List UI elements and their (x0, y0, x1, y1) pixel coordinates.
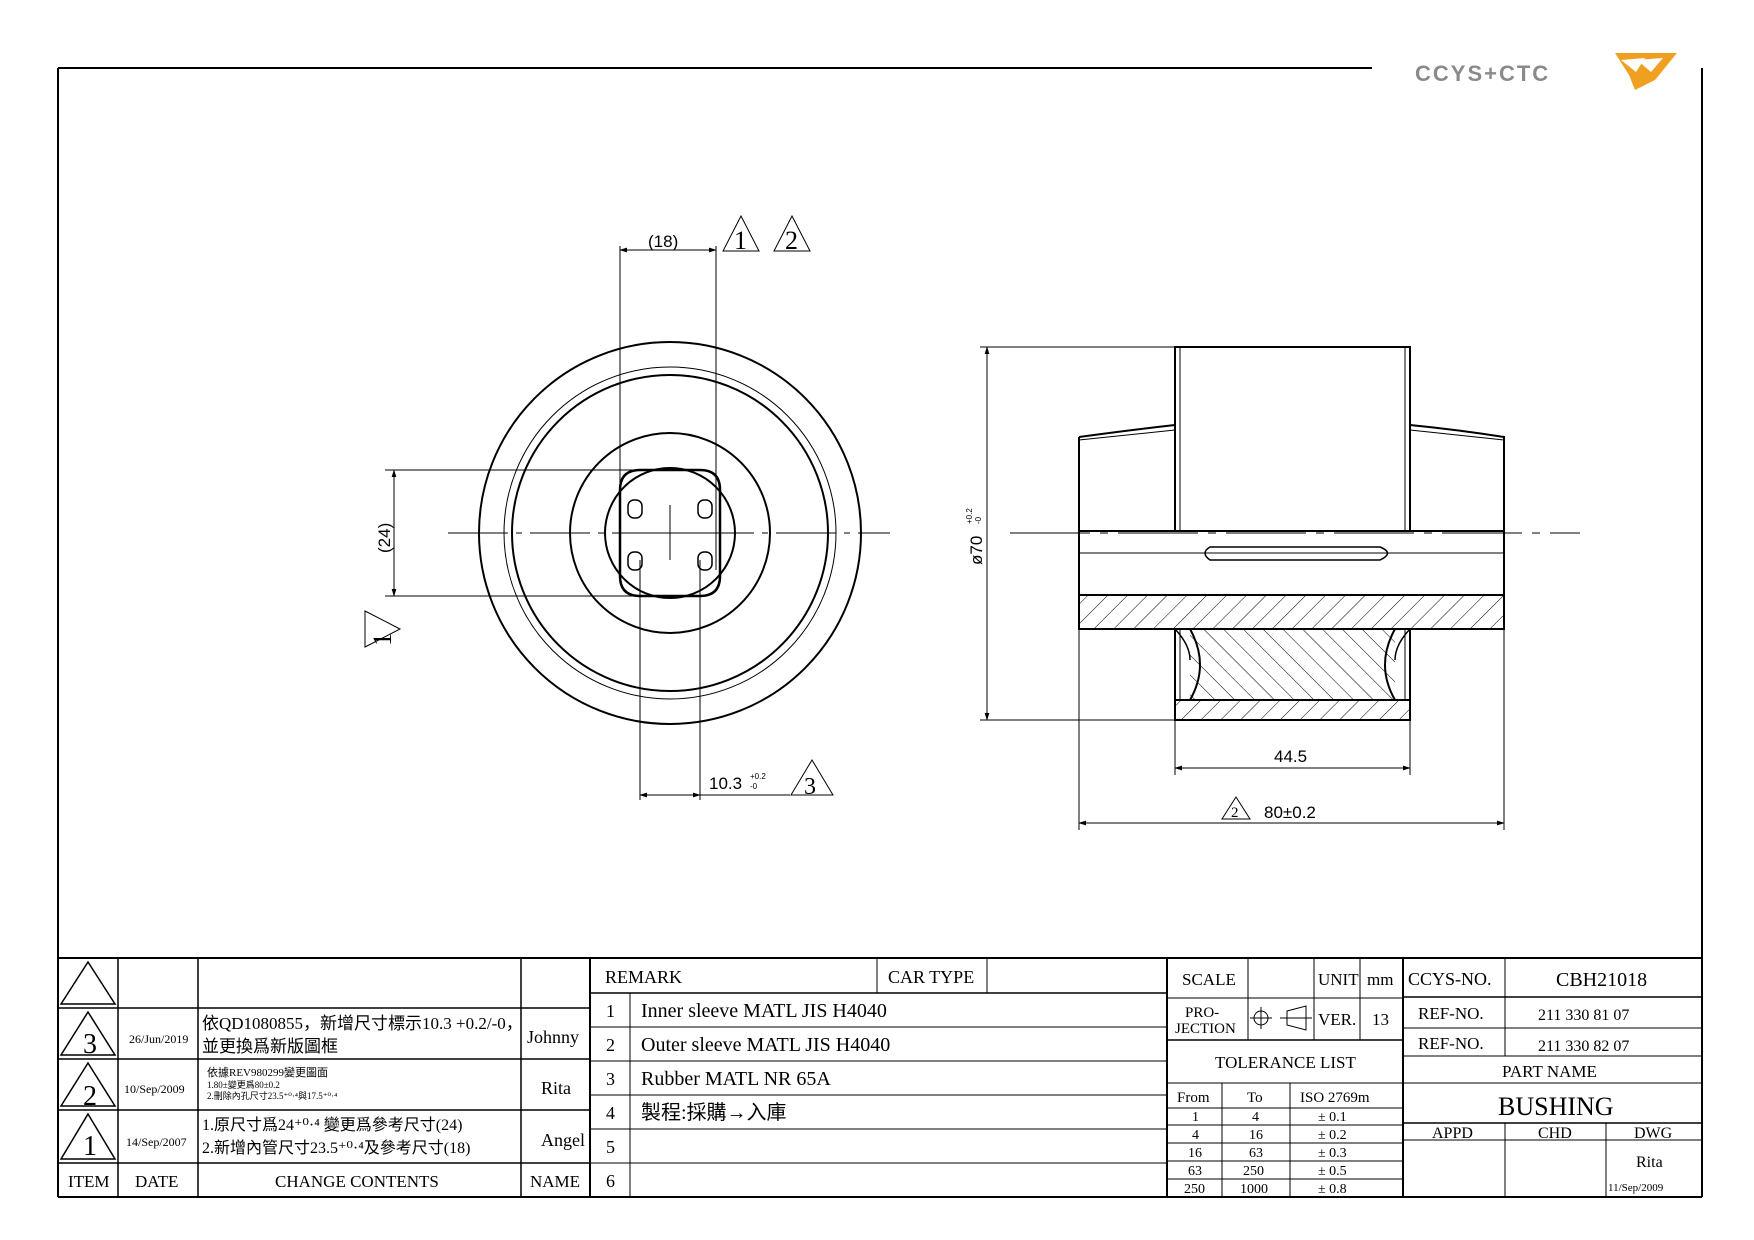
side-view (1010, 346, 1580, 721)
header-change-contents: CHANGE CONTENTS (275, 1172, 439, 1191)
rev-contents-2-line-3: 2.刪除內孔尺寸23.5⁺⁰·⁴與17.5⁺⁰·⁴ (207, 1090, 337, 1101)
ver-value: 13 (1372, 1010, 1389, 1029)
tolerance-row-2-tol: ± 0.2 (1318, 1128, 1347, 1143)
rev-name-1: Angel (541, 1130, 585, 1150)
tolerance-row-2-to: 16 (1249, 1128, 1263, 1143)
remark-no-6: 6 (606, 1171, 615, 1191)
remark-text-2: Outer sleeve MATL JIS H4040 (641, 1034, 890, 1056)
dim-dia-70-tol-upper: +0.2 (965, 508, 974, 524)
dim-24-label: (24) (375, 523, 394, 553)
dim-44-5-label: 44.5 (1274, 747, 1307, 766)
tolerance-row-4-tol: ± 0.5 (1318, 1164, 1347, 1179)
tolerance-header-from: From (1177, 1090, 1210, 1106)
car-type-label: CAR TYPE (888, 967, 974, 987)
remark-text-3: Rubber MATL NR 65A (641, 1068, 831, 1090)
dim-80-label: 80±0.2 (1264, 803, 1316, 822)
remark-no-3: 3 (606, 1069, 615, 1089)
tolerance-row-1-tol: ± 0.1 (1318, 1110, 1347, 1125)
part-name-label: PART NAME (1502, 1062, 1597, 1081)
rev-name-3: Johnny (527, 1027, 579, 1047)
remark-label: REMARK (605, 967, 682, 987)
dim-18-label: (18) (648, 232, 678, 251)
dim-dia-70-tol-lower: -0 (974, 516, 983, 524)
tolerance-row-4-from: 63 (1188, 1164, 1202, 1179)
rev-contents-2-line-2: 1.80±變更爲80±0.2 (207, 1079, 280, 1090)
drawing-frame (57, 67, 1703, 1198)
dwg-name: Rita (1636, 1154, 1663, 1171)
rev-mark-1-top: 1 (734, 226, 747, 255)
side-view-dimensions (980, 346, 1505, 830)
front-view (448, 341, 890, 725)
unit-value: mm (1367, 970, 1393, 989)
dim-10-3-tol-upper: +0.2 (750, 772, 766, 781)
tolerance-row-5-tol: ± 0.8 (1318, 1182, 1347, 1197)
rev-date-1: 14/Sep/2007 (126, 1135, 187, 1149)
rev-mark-2-side: 2 (1231, 805, 1239, 821)
remark-no-4: 4 (606, 1103, 615, 1123)
rev-contents-3-line-1: 依QD1080855，新增尺寸標示10.3 +0.2/-0， (202, 1014, 523, 1033)
rev-date-3: 26/Jun/2019 (129, 1032, 188, 1046)
projection-label-line-1: PRO- (1185, 1005, 1219, 1021)
tolerance-row-1-to: 4 (1252, 1110, 1259, 1125)
rev-mark-2-top: 2 (785, 226, 798, 255)
rev-mark-1-left: 1 (368, 633, 397, 646)
tolerance-row-5-from: 250 (1184, 1182, 1205, 1197)
ref-no-value-2: 211 330 82 07 (1538, 1038, 1629, 1055)
tolerance-row-1-from: 1 (1192, 1110, 1199, 1125)
dwg-label: DWG (1634, 1125, 1673, 1142)
remark-no-2: 2 (606, 1035, 615, 1055)
dim-dia-70-label: ø70 (967, 536, 986, 565)
projection-label-line-2: JECTION (1175, 1021, 1236, 1037)
rev-item-1: 1 (83, 1131, 97, 1162)
company-logo-text: CCYS+CTC (1415, 61, 1551, 86)
part-name-value: BUSHING (1498, 1092, 1614, 1121)
ver-label: VER. (1318, 1010, 1356, 1029)
rev-name-2: Rita (541, 1078, 571, 1098)
tolerance-row-2-from: 4 (1192, 1128, 1199, 1143)
rev-contents-2-line-1: 依據REV980299變更圖面 (207, 1065, 328, 1079)
front-view-dimensions (364, 214, 834, 800)
header-date: DATE (135, 1172, 178, 1191)
tolerance-row-3-tol: ± 0.3 (1318, 1146, 1347, 1161)
title-block-grid (58, 957, 1702, 1197)
rev-mark-3-bottom: 3 (804, 774, 816, 800)
ref-no-label-2: REF-NO. (1418, 1034, 1484, 1053)
remark-no-1: 1 (606, 1001, 615, 1021)
scale-label: SCALE (1182, 970, 1236, 989)
ref-no-label-1: REF-NO. (1418, 1004, 1484, 1023)
remark-text-4: 製程:採購→入庫 (641, 1101, 787, 1124)
appd-label: APPD (1432, 1125, 1473, 1142)
tolerance-title: TOLERANCE LIST (1215, 1053, 1356, 1072)
chd-label: CHD (1538, 1125, 1572, 1142)
ccys-no-label: CCYS-NO. (1408, 969, 1492, 989)
tolerance-header-to: To (1247, 1090, 1263, 1106)
tolerance-row-3-to: 63 (1249, 1146, 1263, 1161)
company-logo: CCYS+CTC (1415, 50, 1695, 100)
remark-no-5: 5 (606, 1137, 615, 1157)
rev-item-2: 2 (83, 1081, 97, 1112)
tolerance-row-3-from: 16 (1188, 1146, 1202, 1161)
rev-contents-3-line-2: 並更換爲新版圖框 (202, 1037, 338, 1056)
rev-date-2: 10/Sep/2009 (124, 1082, 185, 1096)
tolerance-header-iso: ISO 2769m (1300, 1090, 1370, 1106)
ccys-no-value: CBH21018 (1556, 969, 1647, 991)
header-name: NAME (530, 1172, 580, 1191)
ref-no-value-1: 211 330 81 07 (1538, 1007, 1629, 1024)
tolerance-row-5-to: 1000 (1240, 1182, 1268, 1197)
dwg-date: 11/Sep/2009 (1608, 1182, 1664, 1194)
rev-contents-1-line-2: 2.新增內管尺寸23.5⁺⁰·⁴及參考尺寸(18) (202, 1139, 470, 1157)
rev-contents-1-line-1: 1.原尺寸爲24⁺⁰·⁴ 變更爲參考尺寸(24) (202, 1116, 462, 1134)
tolerance-row-4-to: 250 (1243, 1164, 1264, 1179)
dim-10-3-tol-lower: -0 (750, 782, 758, 791)
logo-wing-icon (1615, 53, 1677, 90)
unit-label: UNIT (1318, 970, 1359, 989)
header-item: ITEM (68, 1172, 110, 1191)
remark-text-1: Inner sleeve MATL JIS H4040 (641, 1000, 887, 1022)
dim-10-3-label: 10.3 (709, 774, 742, 793)
rev-item-3: 3 (83, 1029, 97, 1060)
